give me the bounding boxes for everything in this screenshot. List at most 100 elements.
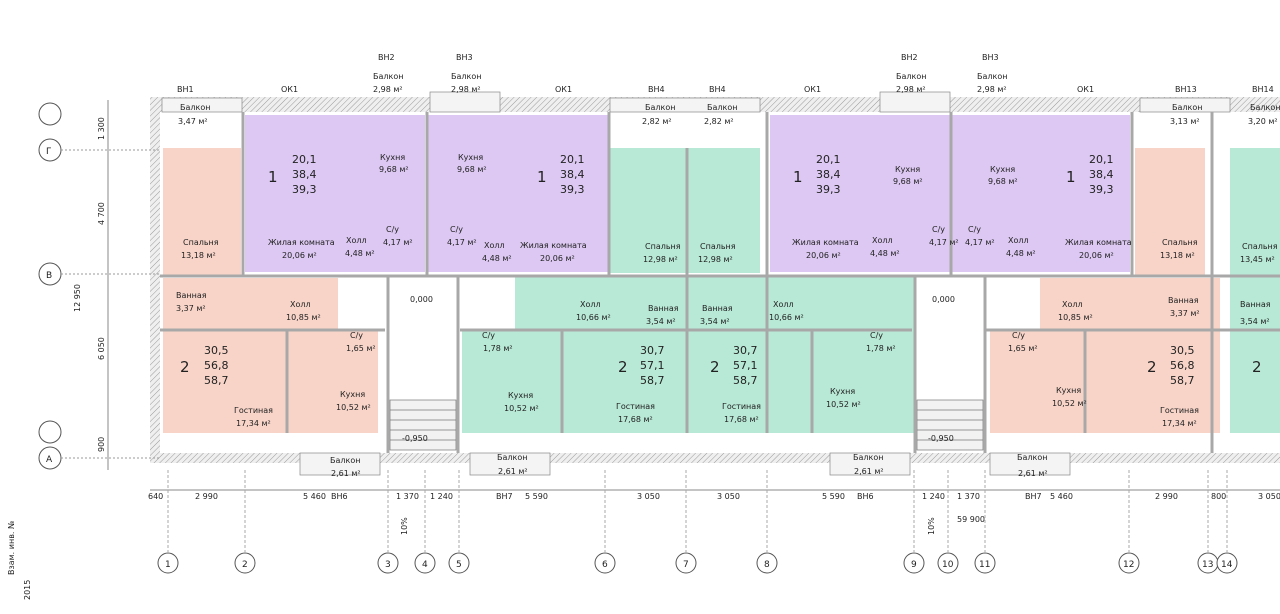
svg-text:4 700: 4 700 — [97, 202, 106, 225]
top-axis-labels: ВН1 ОК1 ВН2 ВН3 ОК1 ВН4 ВН4 ОК1 ВН2 ВН3 … — [177, 53, 1274, 94]
svg-text:39,3: 39,3 — [560, 183, 585, 196]
svg-text:38,4: 38,4 — [1089, 168, 1114, 181]
lower-room-labels: Кухня 10,52 м² Кухня 10,52 м² Кухня 10,5… — [234, 386, 1199, 428]
svg-text:4,48 м²: 4,48 м² — [482, 254, 512, 263]
svg-text:ВН2: ВН2 — [901, 53, 918, 62]
svg-text:С/у: С/у — [932, 225, 945, 234]
bath-labels: Ванная 3,37 м² Ванная 3,54 м² Ванная 3,5… — [176, 291, 1271, 326]
svg-text:4,17 м²: 4,17 м² — [447, 238, 477, 247]
svg-text:4,48 м²: 4,48 м² — [1006, 249, 1036, 258]
svg-text:900: 900 — [97, 437, 106, 452]
svg-text:2: 2 — [1147, 358, 1157, 376]
total-dimension: 59 900 — [957, 515, 985, 524]
svg-text:9,68 м²: 9,68 м² — [457, 165, 487, 174]
svg-text:1,78 м²: 1,78 м² — [866, 344, 896, 353]
svg-text:Спальня: Спальня — [645, 242, 681, 251]
svg-text:С/у: С/у — [968, 225, 981, 234]
svg-text:5 460: 5 460 — [303, 492, 326, 501]
svg-text:3,37 м²: 3,37 м² — [1170, 309, 1200, 318]
svg-text:58,7: 58,7 — [1170, 374, 1195, 387]
svg-text:38,4: 38,4 — [560, 168, 585, 181]
svg-text:10,52 м²: 10,52 м² — [826, 400, 861, 409]
bottom-dimensions: 640 2 990 5 460 ВН6 1 370 1 240 ВН7 5 59… — [148, 489, 1280, 535]
svg-text:58,7: 58,7 — [640, 374, 665, 387]
apartment-zone-green — [462, 148, 1280, 433]
svg-text:17,68 м²: 17,68 м² — [724, 415, 759, 424]
svg-text:Балкон: Балкон — [896, 72, 926, 81]
svg-text:20,1: 20,1 — [560, 153, 585, 166]
apartment-1-labels: 1 20,1 38,4 39,3 Жилая комната 20,06 м² … — [268, 153, 1132, 263]
svg-text:-0,950: -0,950 — [928, 434, 954, 443]
svg-text:10,52 м²: 10,52 м² — [504, 404, 539, 413]
svg-text:Холл: Холл — [580, 300, 601, 309]
svg-text:2,61 м²: 2,61 м² — [498, 467, 528, 476]
svg-text:3,54 м²: 3,54 м² — [1240, 317, 1270, 326]
svg-text:Холл: Холл — [290, 300, 311, 309]
svg-text:Балкон: Балкон — [977, 72, 1007, 81]
svg-text:Кухня: Кухня — [380, 153, 405, 162]
svg-text:17,68 м²: 17,68 м² — [618, 415, 653, 424]
svg-text:ВН14: ВН14 — [1252, 85, 1274, 94]
svg-text:Гостиная: Гостиная — [616, 402, 655, 411]
svg-text:57,1: 57,1 — [640, 359, 665, 372]
apartment-zone-purple — [245, 115, 1130, 272]
svg-text:2,98 м²: 2,98 м² — [373, 85, 403, 94]
svg-text:2,82 м²: 2,82 м² — [704, 117, 734, 126]
svg-text:39,3: 39,3 — [816, 183, 841, 196]
svg-text:12,98 м²: 12,98 м² — [643, 255, 678, 264]
svg-text:2,82 м²: 2,82 м² — [642, 117, 672, 126]
svg-text:4,17 м²: 4,17 м² — [965, 238, 995, 247]
apartment-2-labels: 2 30,5 56,8 58,7 2 30,7 57,1 58,7 2 30,7… — [180, 344, 1262, 387]
svg-text:5 590: 5 590 — [525, 492, 548, 501]
svg-text:3 050: 3 050 — [1258, 492, 1280, 501]
svg-text:Балкон: Балкон — [853, 453, 883, 462]
svg-text:20,06 м²: 20,06 м² — [540, 254, 575, 263]
svg-text:3,54 м²: 3,54 м² — [700, 317, 730, 326]
svg-text:1: 1 — [793, 168, 803, 186]
svg-text:12: 12 — [1123, 560, 1134, 570]
svg-text:6: 6 — [602, 560, 608, 570]
svg-text:ОК1: ОК1 — [555, 85, 572, 94]
svg-text:С/у: С/у — [350, 331, 363, 340]
svg-text:3,54 м²: 3,54 м² — [646, 317, 676, 326]
svg-text:3,20 м²: 3,20 м² — [1248, 117, 1278, 126]
svg-text:13,18 м²: 13,18 м² — [181, 251, 216, 260]
svg-text:Жилая комната: Жилая комната — [268, 238, 335, 247]
svg-text:Холл: Холл — [1062, 300, 1083, 309]
svg-text:5 590: 5 590 — [822, 492, 845, 501]
svg-text:20,06 м²: 20,06 м² — [806, 251, 841, 260]
svg-text:2: 2 — [618, 358, 628, 376]
svg-text:2,98 м²: 2,98 м² — [977, 85, 1007, 94]
upper-room-labels: Кухня 9,68 м² Кухня 9,68 м² Холл 4,48 м²… — [345, 153, 1036, 263]
svg-text:2,98 м²: 2,98 м² — [896, 85, 926, 94]
svg-text:Гостиная: Гостиная — [722, 402, 761, 411]
svg-text:Балкон: Балкон — [330, 456, 360, 465]
svg-text:-0,950: -0,950 — [402, 434, 428, 443]
svg-text:Кухня: Кухня — [458, 153, 483, 162]
svg-text:10,66 м²: 10,66 м² — [769, 313, 804, 322]
svg-text:ОК1: ОК1 — [1077, 85, 1094, 94]
svg-text:С/у: С/у — [386, 225, 399, 234]
svg-text:ВН7: ВН7 — [1025, 492, 1042, 501]
svg-text:3 050: 3 050 — [717, 492, 740, 501]
svg-text:С/у: С/у — [870, 331, 883, 340]
svg-text:0,000: 0,000 — [932, 295, 955, 304]
svg-text:ВН6: ВН6 — [331, 492, 348, 501]
svg-text:56,8: 56,8 — [1170, 359, 1195, 372]
svg-text:Жилая комната: Жилая комната — [520, 241, 587, 250]
svg-text:3 050: 3 050 — [637, 492, 660, 501]
staircase-right — [916, 399, 984, 451]
bottom-balcony-labels: Балкон 2,61 м² Балкон 2,61 м² Балкон 2,6… — [330, 453, 1048, 478]
svg-text:10,85 м²: 10,85 м² — [1058, 313, 1093, 322]
svg-text:800: 800 — [1211, 492, 1226, 501]
row-axis-v: В — [46, 271, 52, 281]
apartment-zone-pink — [163, 148, 1220, 433]
svg-text:Спальня: Спальня — [1242, 242, 1278, 251]
svg-text:Холл: Холл — [1008, 236, 1029, 245]
svg-text:4,48 м²: 4,48 м² — [345, 249, 375, 258]
svg-text:11: 11 — [979, 560, 990, 570]
bottom-balconies — [299, 452, 1071, 476]
svg-text:ОК1: ОК1 — [281, 85, 298, 94]
top-balconies — [161, 91, 1231, 113]
svg-text:9: 9 — [911, 560, 917, 570]
